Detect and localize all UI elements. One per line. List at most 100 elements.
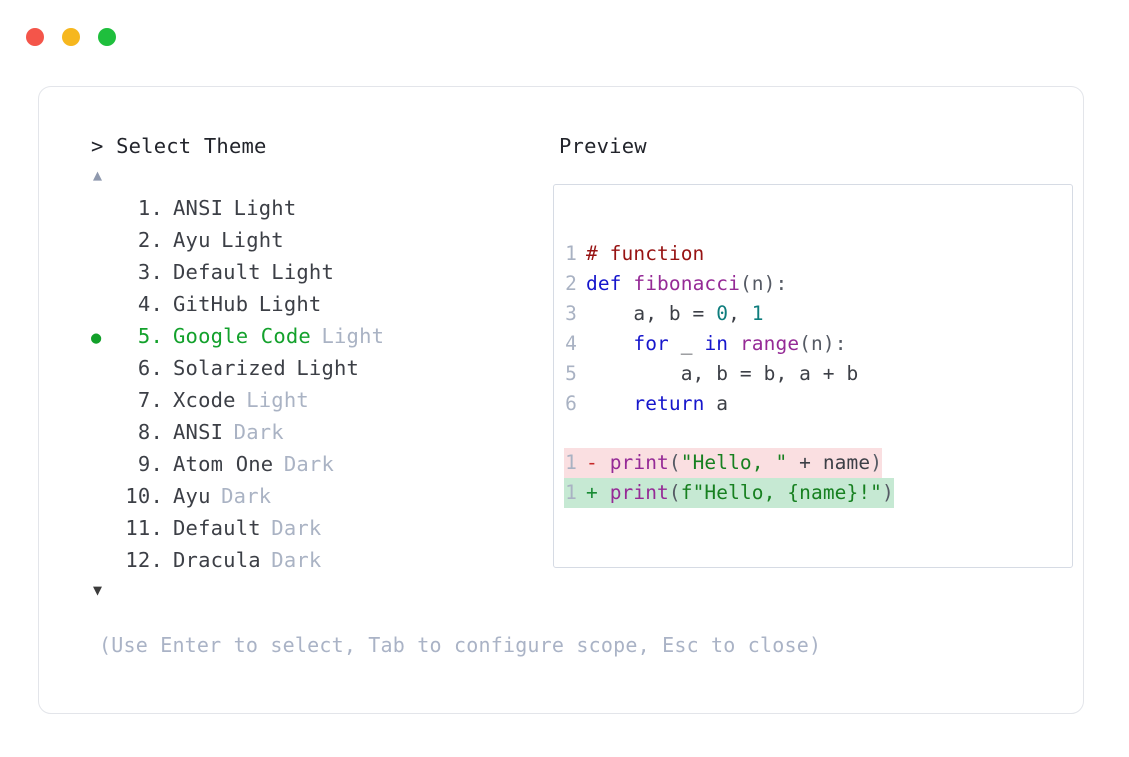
theme-item-index: 2.	[137, 228, 163, 252]
scroll-down-icon[interactable]: ▼	[93, 581, 103, 599]
theme-item-variant: Light	[258, 292, 322, 316]
theme-item-index: 4.	[137, 292, 163, 316]
theme-item-index: 7.	[137, 388, 163, 412]
window-controls	[26, 28, 116, 46]
code-token: f"Hello, {name}!"	[680, 481, 883, 504]
code-token	[598, 451, 610, 474]
theme-item-name: Atom One	[173, 452, 274, 476]
code-line-text: a, b = b, a + b	[586, 359, 859, 389]
theme-list-item[interactable]: 8. ANSI Dark	[91, 416, 535, 448]
code-token: for	[633, 332, 669, 355]
prompt-label: Select Theme	[116, 134, 267, 158]
theme-item-index: 6.	[137, 356, 163, 380]
code-token: 0	[716, 302, 729, 325]
code-line-number: 4	[565, 332, 577, 355]
code-line-text: print("Hello, " + name)	[598, 448, 882, 478]
code-line: 6 return a	[564, 389, 728, 419]
code-token: print	[609, 451, 669, 474]
code-token: "Hello, "	[680, 451, 788, 474]
theme-item-variant: Dark	[233, 420, 284, 444]
theme-item-name: GitHub	[173, 292, 249, 316]
code-line-number: 5	[565, 362, 577, 385]
code-token: (	[668, 451, 681, 474]
preview-label: Preview	[559, 134, 647, 158]
code-line-number: 6	[565, 392, 577, 415]
theme-item-name: ANSI	[173, 420, 224, 444]
theme-item-name: Xcode	[173, 388, 236, 412]
minimize-window-button[interactable]	[62, 28, 80, 46]
code-line-number: 3	[565, 302, 577, 325]
theme-item-name: Default	[173, 260, 261, 284]
code-line-text: return a	[586, 389, 728, 419]
code-token	[586, 392, 633, 415]
code-token: in	[704, 332, 729, 355]
theme-item-variant: Dark	[271, 516, 322, 540]
theme-item-variant: Light	[321, 324, 385, 348]
code-line: 3 a, b = 0, 1	[564, 299, 764, 329]
code-line: 5 a, b = b, a + b	[564, 359, 858, 389]
theme-item-name: Solarized	[173, 356, 286, 380]
code-line-text: for _ in range(n):	[586, 329, 847, 359]
code-token	[586, 332, 633, 355]
code-line-text: a, b = 0, 1	[586, 299, 764, 329]
diff-removed-line: 1- print("Hello, " + name)	[564, 448, 883, 478]
selection-bullet-icon: ●	[91, 328, 102, 348]
theme-item-name: Ayu	[173, 484, 211, 508]
code-line: 4 for _ in range(n):	[564, 329, 847, 359]
code-token: # function	[586, 242, 705, 265]
code-token: a, b =	[586, 302, 717, 325]
theme-item-index: 8.	[137, 420, 163, 444]
code-token: ,	[728, 302, 752, 325]
theme-item-variant: Light	[296, 356, 360, 380]
code-line-text: def fibonacci(n):	[586, 269, 787, 299]
diff-lines: 1- print("Hello, " + name)1+ print(f"Hel…	[554, 419, 1072, 508]
theme-item-name: Ayu	[173, 228, 211, 252]
theme-item-variant: Dark	[221, 484, 272, 508]
code-token: _	[668, 332, 705, 355]
theme-item-variant: Light	[221, 228, 284, 252]
code-token: fibonacci	[633, 272, 740, 295]
theme-item-name: Google Code	[173, 324, 311, 348]
code-line-number: 1	[565, 242, 577, 265]
code-token	[598, 481, 610, 504]
theme-list-item[interactable]: 6. Solarized Light	[91, 352, 535, 384]
theme-item-index: 3.	[137, 260, 163, 284]
theme-item-variant: Light	[233, 196, 297, 220]
theme-item-variant: Dark	[271, 548, 322, 572]
code-line-number: 2	[565, 272, 577, 295]
code-line: 1 # function	[564, 239, 704, 269]
theme-item-name: ANSI	[173, 196, 224, 220]
code-line-number: 1	[565, 481, 577, 504]
theme-item-index: 12.	[125, 548, 163, 572]
scroll-up-icon[interactable]: ▲	[93, 166, 103, 184]
code-token: a, b = b, a + b	[586, 362, 859, 385]
theme-item-index: 5.	[137, 324, 163, 348]
diff-minus-sign: -	[586, 451, 598, 474]
theme-list-item[interactable]: ● 5. Google Code Light	[91, 320, 535, 352]
code-token: a	[704, 392, 729, 415]
theme-list-item[interactable]: 2. Ayu Light	[91, 224, 535, 256]
code-token: + name	[787, 451, 871, 474]
code-token: (n):	[799, 332, 847, 355]
theme-list-item[interactable]: 4. GitHub Light	[91, 288, 535, 320]
theme-item-variant: Dark	[283, 452, 335, 476]
prompt-caret-icon: >	[91, 134, 104, 158]
close-window-button[interactable]	[26, 28, 44, 46]
keyboard-help-text: (Use Enter to select, Tab to configure s…	[99, 633, 822, 657]
code-token	[622, 272, 634, 295]
maximize-window-button[interactable]	[98, 28, 116, 46]
